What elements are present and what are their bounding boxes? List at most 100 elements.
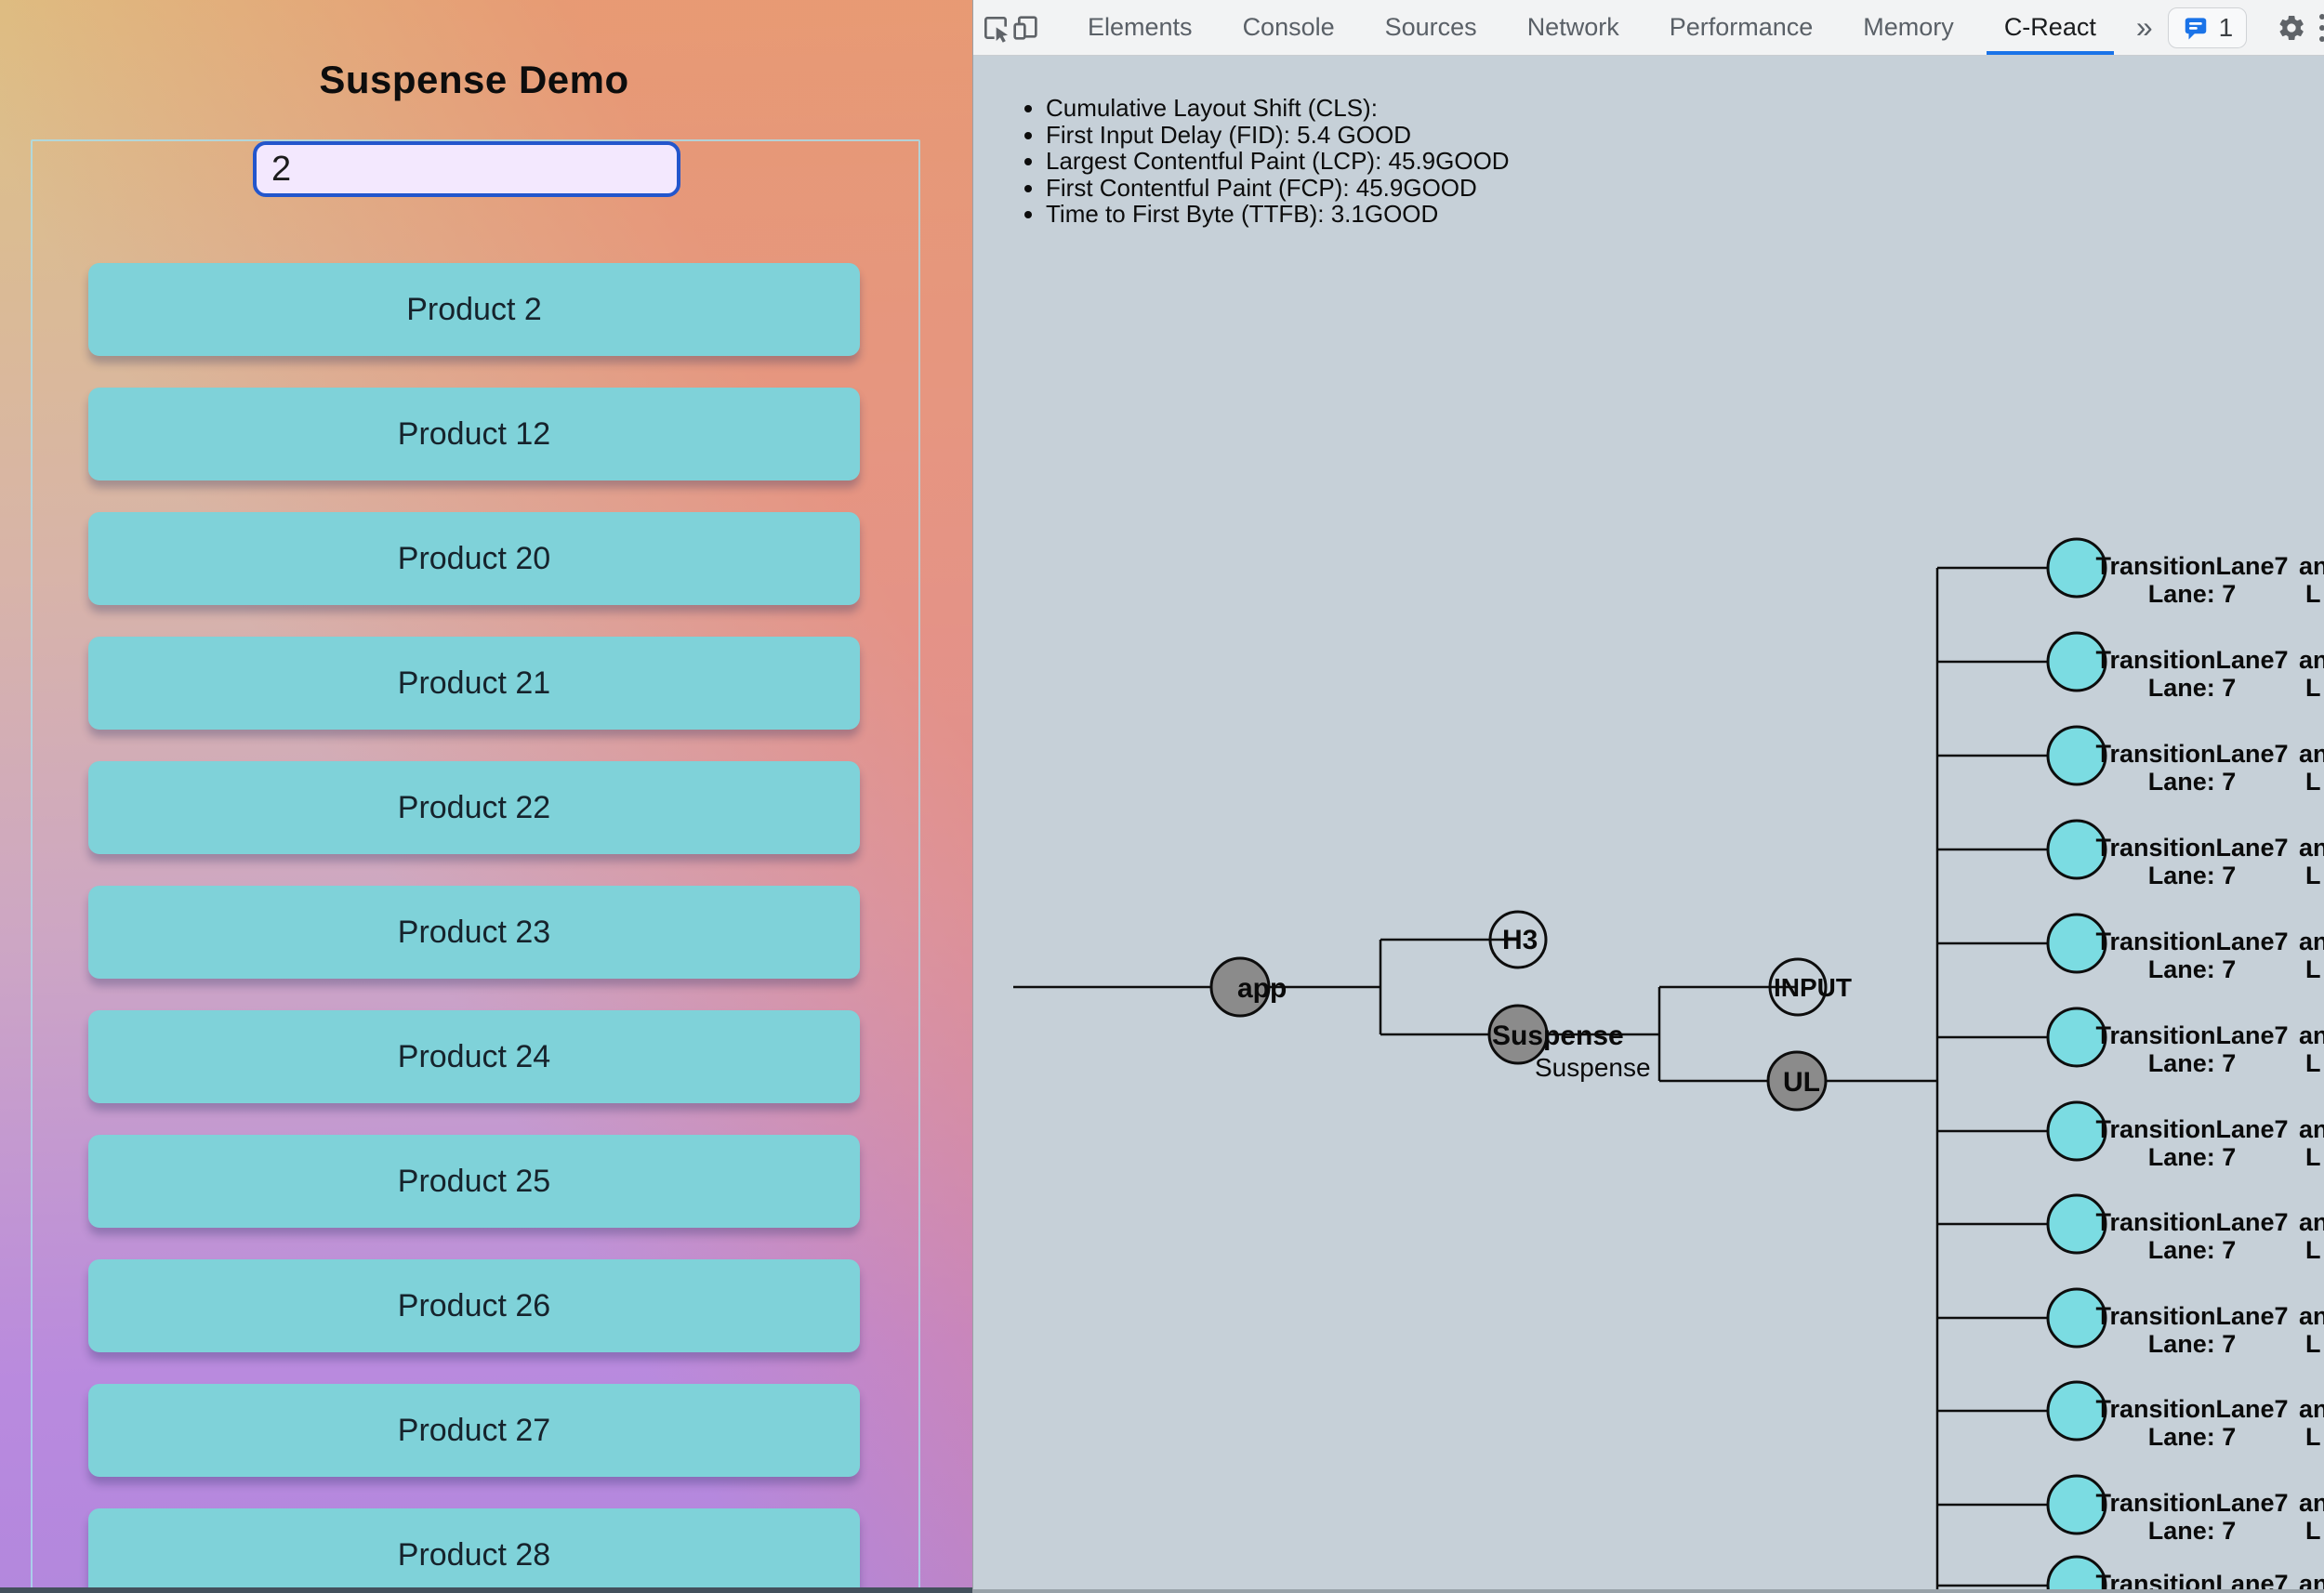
tree-node-transitionlane7[interactable] <box>2046 1380 2107 1442</box>
tree-node-h3[interactable] <box>1488 910 1548 969</box>
product-button[interactable]: Product 25 <box>88 1135 860 1228</box>
tab-c-react[interactable]: C-React <box>1979 0 2121 55</box>
tree-node-label: TransitionLane7 <box>2095 1208 2288 1236</box>
inspect-icon <box>984 16 1009 43</box>
page-bottom-edge <box>0 1587 972 1593</box>
tree-node-label: TransitionLane7 <box>2095 834 2288 862</box>
clipped-node-label: an <box>2299 1208 2324 1236</box>
issues-badge[interactable]: 1 <box>2167 7 2248 48</box>
metrics-list: Cumulative Layout Shift (CLS):First Inpu… <box>1016 95 1510 228</box>
tree-node-label: Lane: 7 <box>2148 1517 2237 1545</box>
clipped-node-label: an <box>2299 646 2324 674</box>
product-button[interactable]: Product 27 <box>88 1384 860 1477</box>
kebab-menu-button[interactable] <box>2319 13 2324 42</box>
tree-node-transitionlane7[interactable] <box>2046 1287 2107 1349</box>
c-react-panel: Cumulative Layout Shift (CLS):First Inpu… <box>973 56 2324 1593</box>
product-button[interactable]: Product 28 <box>88 1508 860 1593</box>
tree-node-transitionlane7[interactable] <box>2046 819 2107 880</box>
tree-node-label: H3 <box>1502 925 1538 955</box>
tree-node-label: Lane: 7 <box>2148 1049 2237 1077</box>
product-button[interactable]: Product 23 <box>88 886 860 979</box>
tree-node-label: TransitionLane7 <box>2095 928 2288 955</box>
clipped-node-label: an <box>2299 928 2324 955</box>
tree-node-app[interactable] <box>1209 956 1271 1018</box>
tree-node-label: TransitionLane7 <box>2095 1115 2288 1143</box>
tab-memory[interactable]: Memory <box>1863 13 1954 41</box>
tree-node-transitionlane7[interactable] <box>2046 1555 2107 1593</box>
tab-network[interactable]: Network <box>1526 13 1619 41</box>
product-button[interactable]: Product 12 <box>88 388 860 481</box>
products-container <box>31 139 920 1593</box>
tree-node-label: TransitionLane7 <box>2095 740 2288 768</box>
product-button[interactable]: Product 2 <box>88 263 860 356</box>
product-button[interactable]: Product 24 <box>88 1010 860 1103</box>
clipped-node-label: an <box>2299 1570 2324 1593</box>
tree-node-label: Lane: 7 <box>2148 1330 2237 1358</box>
tab-console[interactable]: Console <box>1242 13 1335 41</box>
tree-node-label: TransitionLane7 <box>2095 1395 2288 1423</box>
product-filter-input[interactable] <box>253 141 680 197</box>
tree-node-label: Lane: 7 <box>2148 1143 2237 1171</box>
metric-item: First Contentful Paint (FCP): 45.9GOOD <box>1046 174 1510 202</box>
tree-node-label: Lane: 7 <box>2148 1423 2237 1451</box>
tree-node-label: TransitionLane7 <box>2095 646 2288 674</box>
tree-node-transitionlane7[interactable] <box>2046 537 2107 599</box>
clipped-node-label: L <box>2305 580 2321 608</box>
devtools-toolbar: Elements Console Sources Network Performance… <box>973 0 2324 56</box>
tree-node-transitionlane7[interactable] <box>2046 1100 2107 1162</box>
clipped-node-label: L <box>2305 862 2321 889</box>
gear-icon <box>2279 15 2304 40</box>
clipped-node-label: an <box>2299 1395 2324 1423</box>
demo-page: Suspense Demo Product 2 Product 12 Product… <box>0 0 972 1593</box>
more-tabs-button[interactable]: » <box>2135 10 2153 44</box>
product-button[interactable]: Product 22 <box>88 761 860 854</box>
tree-node-transitionlane7[interactable] <box>2046 1007 2107 1068</box>
product-button[interactable]: Product 21 <box>88 637 860 730</box>
inspect-element-button[interactable] <box>981 7 1010 49</box>
device-toolbar-button[interactable] <box>1010 7 1040 49</box>
clipped-node-label: an <box>2299 1302 2324 1330</box>
tree-node-transitionlane7[interactable] <box>2046 913 2107 974</box>
page-title: Suspense Demo <box>319 58 629 101</box>
clipped-node-label: L <box>2305 1049 2321 1077</box>
issues-bubble-icon <box>2185 17 2206 39</box>
tree-node-label: Suspense <box>1492 1020 1624 1051</box>
device-toolbar-icon <box>1013 15 1037 40</box>
tab-sources[interactable]: Sources <box>1384 13 1477 41</box>
tree-node-label: TransitionLane7 <box>2095 1302 2288 1330</box>
tree-node-label: Lane: 7 <box>2148 768 2237 796</box>
clipped-node-label: an <box>2299 1489 2324 1517</box>
clipped-node-label: an <box>2299 1021 2324 1049</box>
product-button[interactable]: Product 26 <box>88 1259 860 1352</box>
tab-performance[interactable]: Performance <box>1669 13 1814 41</box>
devtools-panel: Elements Console Sources Network Performance… <box>972 0 2324 1593</box>
devtools-bottom-edge <box>973 1589 2324 1593</box>
tree-node-label: TransitionLane7 <box>2095 1570 2288 1593</box>
tree-node-input[interactable] <box>1768 957 1828 1017</box>
tree-node-label: Lane: 7 <box>2148 862 2237 889</box>
tree-node-label: Lane: 7 <box>2148 1236 2237 1264</box>
tree-node-transitionlane7[interactable] <box>2046 1193 2107 1255</box>
issues-count: 1 <box>2218 12 2234 42</box>
metric-item: First Input Delay (FID): 5.4 GOOD <box>1046 121 1510 149</box>
tab-elements[interactable]: Elements <box>1088 13 1193 41</box>
clipped-node-label: an <box>2299 1115 2324 1143</box>
clipped-node-label: L <box>2305 674 2321 702</box>
metric-item: Largest Contentful Paint (LCP): 45.9GOOD <box>1046 148 1510 175</box>
tree-node-transitionlane7[interactable] <box>2046 1474 2107 1535</box>
clipped-node-label: L <box>2305 955 2321 983</box>
product-button[interactable]: Product 20 <box>88 512 860 605</box>
tree-node-label: UL <box>1783 1067 1820 1098</box>
tree-node-label: TransitionLane7 <box>2095 1489 2288 1517</box>
tree-node-suspense[interactable] <box>1487 1004 1549 1065</box>
tree-node-label: Lane: 7 <box>2148 955 2237 983</box>
metric-item: Time to First Byte (TTFB): 3.1GOOD <box>1046 201 1510 228</box>
clipped-node-label: L <box>2305 1330 2321 1358</box>
clipped-node-label: an <box>2299 552 2324 580</box>
tree-node-ul[interactable] <box>1766 1050 1828 1112</box>
settings-button[interactable] <box>2277 7 2306 49</box>
tree-node-transitionlane7[interactable] <box>2046 631 2107 692</box>
clipped-node-label: an <box>2299 834 2324 862</box>
tree-node-transitionlane7[interactable] <box>2046 725 2107 786</box>
